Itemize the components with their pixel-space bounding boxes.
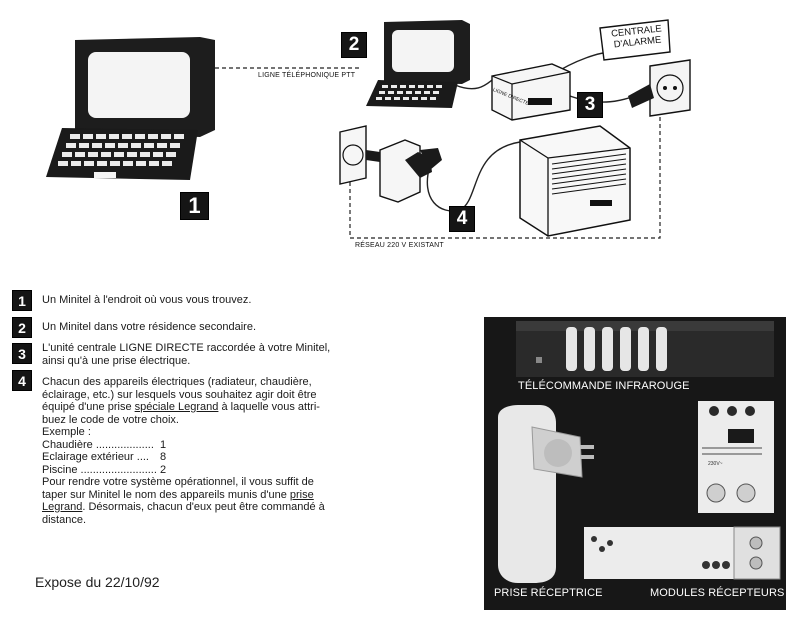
marker-2: 2: [341, 32, 367, 58]
receiver-module-wide-icon: [584, 526, 781, 580]
legend-4-p2-line4: distance.: [42, 513, 87, 526]
legend-4-line3: équipé d'une prise spéciale Legrand à la…: [42, 401, 320, 413]
marker-3: 3: [577, 92, 603, 118]
marker-4: 4: [449, 206, 475, 232]
module-small-text: 230V~: [708, 461, 723, 467]
remote-buttons: [566, 327, 667, 371]
legend-num-3: 3: [12, 343, 32, 364]
remote-control-label: TÉLÉCOMMANDE INFRAROUGE: [518, 380, 690, 392]
wall-socket-icon: [628, 59, 691, 117]
installation-diagram: [46, 19, 691, 239]
example-row: Eclairage extérieur ....8: [42, 451, 167, 463]
legend-3-line2: ainsi qu'à une prise électrique.: [42, 354, 191, 367]
phone-line-label: LIGNE TÉLÉPHONIQUE PTT: [258, 72, 356, 79]
receiver-module-icon: [698, 401, 774, 513]
legrand-underlined: spéciale Legrand: [134, 401, 219, 413]
connection-lines: [215, 67, 661, 239]
minitel-1-icon: [46, 37, 215, 180]
legend-3-line1: L'unité centrale LIGNE DIRECTE raccordée…: [42, 342, 331, 354]
legend-4-line4: buez le code de votre choix.: [42, 413, 179, 426]
network-line-dashed: [349, 108, 661, 239]
plug-receiver-icon: [498, 405, 594, 583]
example-row: Piscine .........................2: [42, 463, 167, 476]
example-row: Chaudière ...................1: [42, 438, 167, 451]
legend-4-p2-line2: taper sur Minitel le nom des appareils m…: [42, 488, 314, 501]
legend-num-4: 4: [12, 370, 32, 391]
legend-text-2: Un Minitel dans votre résidence secondai…: [42, 321, 257, 333]
expose-date: Expose du 22/10/92: [35, 574, 160, 590]
legend-4-p2-line3: Legrand. Désormais, chacun d'eux peut êt…: [42, 501, 325, 513]
legend-text-4: Chacun des appareils électriques (radiat…: [42, 376, 342, 526]
central-alarm-box: [599, 19, 671, 61]
network-label: RÉSEAU 220 V EXISTANT: [355, 242, 444, 249]
plug-receiver-label: PRISE RÉCEPTRICE: [494, 587, 603, 599]
legend-text-3: L'unité centrale LIGNE DIRECTE raccordée…: [42, 342, 330, 367]
radiator-icon: [519, 125, 631, 237]
legend-num-2: 2: [12, 317, 32, 338]
legend-4-p2-line1: Pour rendre votre système opérationnel, …: [42, 476, 314, 488]
legend-4-line1: Chacun des appareils électriques (radiat…: [42, 376, 312, 388]
ligne-directe-unit-icon: [491, 63, 571, 121]
legend-text-1: Un Minitel à l'endroit où vous vous trou…: [42, 294, 252, 306]
minitel-2-icon: [366, 20, 470, 108]
product-photo: TÉLÉCOMMANDE INFRAROUGE PRISE RÉCEPTRICE…: [484, 317, 786, 610]
marker-1: 1: [180, 192, 209, 220]
legend-4-line2: éclairage, etc.) sur lesquels vous souha…: [42, 388, 317, 401]
product-photo-art: [498, 321, 781, 583]
example-title: Exemple :: [42, 426, 91, 438]
legend-num-1: 1: [12, 290, 32, 311]
receiver-modules-label: MODULES RÉCEPTEURS: [650, 587, 785, 599]
legrand-plug-adapter-icon: [339, 125, 442, 203]
